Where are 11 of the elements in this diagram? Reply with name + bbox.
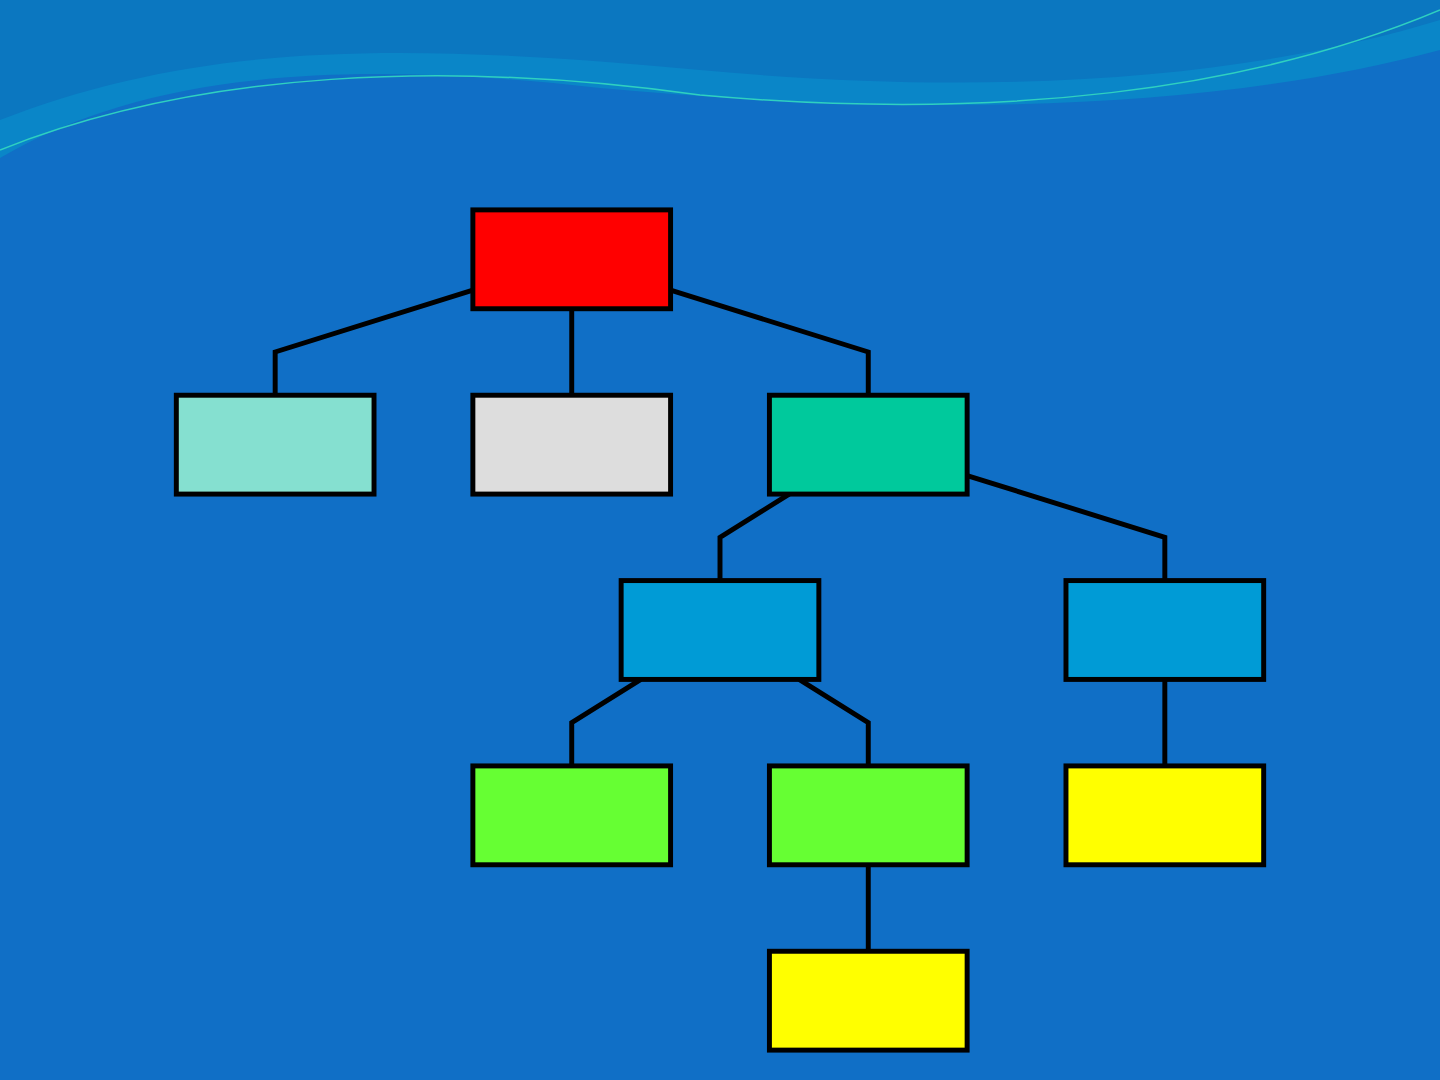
node-box bbox=[1063, 763, 1267, 868]
node-box bbox=[618, 578, 822, 682]
node-box bbox=[470, 207, 674, 312]
node-box bbox=[766, 763, 970, 868]
node-box bbox=[470, 392, 674, 497]
node-box bbox=[766, 392, 970, 497]
connector bbox=[1162, 679, 1168, 766]
node-box bbox=[173, 392, 377, 497]
node-box bbox=[470, 763, 674, 868]
node-box bbox=[1063, 578, 1267, 682]
node-box bbox=[766, 948, 970, 1053]
